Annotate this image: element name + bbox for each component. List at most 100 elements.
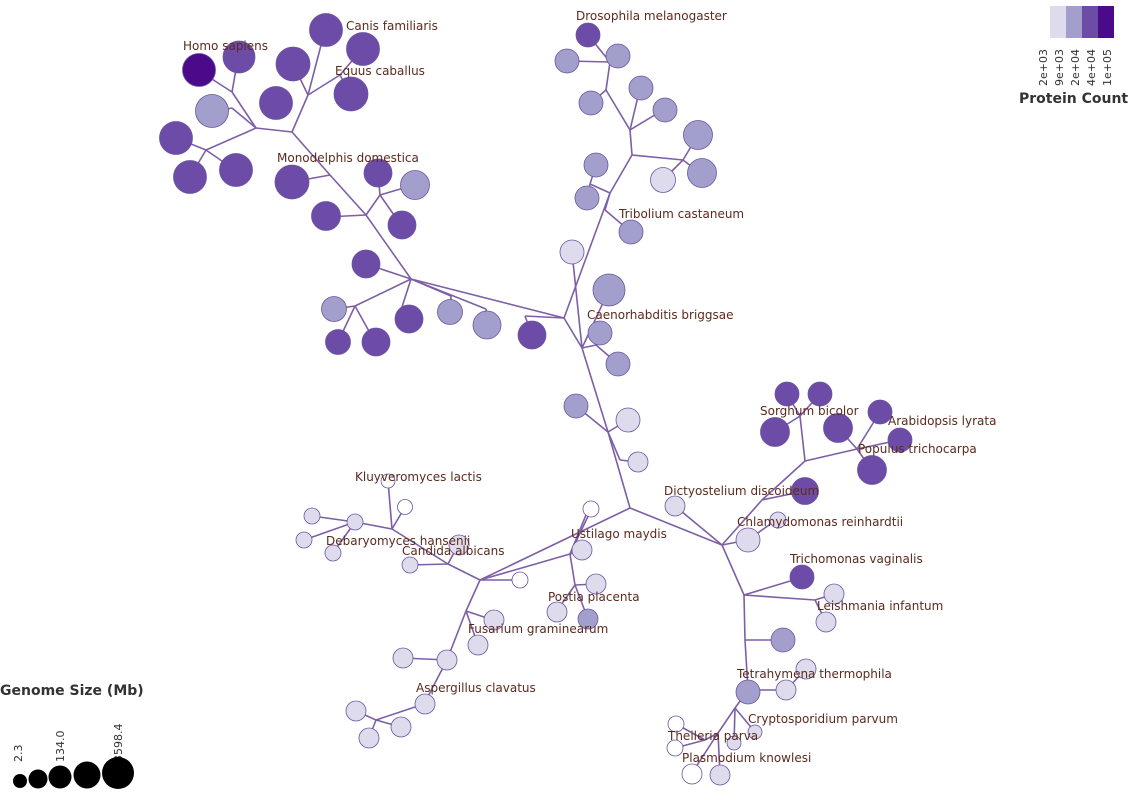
leaf-node[interactable] bbox=[333, 76, 369, 112]
leaf-node[interactable] bbox=[345, 700, 367, 722]
leaf-node[interactable] bbox=[363, 158, 393, 188]
leaf-node[interactable] bbox=[159, 121, 193, 155]
tree-branch bbox=[629, 507, 723, 546]
leaf-node[interactable] bbox=[390, 716, 412, 738]
leaf-node[interactable] bbox=[437, 299, 463, 325]
leaf-node[interactable] bbox=[472, 310, 502, 340]
leaf-node[interactable] bbox=[789, 564, 815, 590]
leaf-node[interactable] bbox=[687, 158, 717, 188]
leaf-node[interactable] bbox=[618, 219, 644, 245]
leaf-node[interactable] bbox=[575, 22, 601, 48]
tree-branch bbox=[329, 174, 367, 216]
leaf-node[interactable] bbox=[652, 97, 678, 123]
leaf-node[interactable] bbox=[628, 75, 654, 101]
leaf-node[interactable] bbox=[683, 120, 713, 150]
leaf-node[interactable] bbox=[760, 417, 790, 447]
leaf-node[interactable] bbox=[346, 513, 364, 531]
leaf-node[interactable] bbox=[351, 249, 381, 279]
leaf-node[interactable] bbox=[325, 329, 351, 355]
leaf-node[interactable] bbox=[571, 539, 593, 561]
species-label: Cryptosporidium parvum bbox=[748, 712, 898, 726]
leaf-node[interactable] bbox=[769, 511, 787, 529]
leaf-node[interactable] bbox=[887, 427, 913, 453]
leaf-node[interactable] bbox=[747, 724, 763, 740]
leaf-node[interactable] bbox=[361, 327, 391, 357]
leaf-node[interactable] bbox=[775, 679, 797, 701]
leaf-node[interactable] bbox=[387, 210, 417, 240]
leaf-node[interactable] bbox=[587, 320, 613, 346]
leaf-node[interactable] bbox=[605, 351, 631, 377]
leaf-node[interactable] bbox=[585, 573, 607, 595]
leaf-node[interactable] bbox=[795, 658, 817, 680]
tree-branch bbox=[721, 499, 763, 546]
leaf-node[interactable] bbox=[815, 611, 837, 633]
leaf-node[interactable] bbox=[546, 601, 568, 623]
leaf-node[interactable] bbox=[311, 201, 341, 231]
leaf-node[interactable] bbox=[823, 583, 845, 605]
leaf-node[interactable] bbox=[726, 735, 742, 751]
leaf-node[interactable] bbox=[259, 86, 293, 120]
leaf-node[interactable] bbox=[735, 527, 761, 553]
leaf-node[interactable] bbox=[358, 727, 380, 749]
leaf-node[interactable] bbox=[448, 534, 470, 556]
species-label: Debaryomyces hansenii bbox=[326, 534, 470, 548]
leaf-node[interactable] bbox=[857, 455, 887, 485]
leaf-node[interactable] bbox=[219, 153, 253, 187]
leaf-node[interactable] bbox=[222, 40, 256, 74]
leaf-node[interactable] bbox=[275, 46, 311, 82]
leaf-node[interactable] bbox=[592, 273, 626, 307]
leaf-node[interactable] bbox=[664, 495, 686, 517]
leaf-node[interactable] bbox=[867, 399, 893, 425]
leaf-node[interactable] bbox=[770, 627, 796, 653]
leaf-node[interactable] bbox=[392, 647, 414, 669]
leaf-node[interactable] bbox=[321, 296, 347, 322]
leaf-node[interactable] bbox=[517, 320, 547, 350]
leaf-node[interactable] bbox=[483, 609, 505, 631]
leaf-node[interactable] bbox=[574, 185, 600, 211]
leaf-node[interactable] bbox=[274, 164, 310, 200]
leaf-node[interactable] bbox=[559, 239, 585, 265]
leaf-node[interactable] bbox=[511, 571, 529, 589]
leaf-node[interactable] bbox=[577, 608, 599, 630]
tree-branch bbox=[609, 154, 633, 194]
leaf-node[interactable] bbox=[650, 167, 676, 193]
leaf-node[interactable] bbox=[346, 32, 380, 66]
leaf-node[interactable] bbox=[397, 499, 413, 515]
leaf-node[interactable] bbox=[401, 556, 419, 574]
leaf-node[interactable] bbox=[195, 94, 229, 128]
leaf-node[interactable] bbox=[774, 381, 800, 407]
tree-branch bbox=[571, 251, 583, 349]
leaf-node[interactable] bbox=[182, 53, 216, 87]
leaf-node[interactable] bbox=[667, 715, 685, 733]
leaf-node[interactable] bbox=[735, 679, 761, 705]
leaf-node[interactable] bbox=[309, 13, 343, 47]
leaf-node[interactable] bbox=[563, 393, 589, 419]
tree-leaf-nodes bbox=[159, 13, 913, 786]
tree-branch bbox=[605, 89, 631, 131]
leaf-node[interactable] bbox=[709, 764, 731, 786]
leaf-node[interactable] bbox=[681, 763, 703, 785]
leaf-node[interactable] bbox=[823, 413, 853, 443]
leaf-node[interactable] bbox=[173, 160, 207, 194]
leaf-node[interactable] bbox=[554, 48, 580, 74]
leaf-node[interactable] bbox=[467, 634, 489, 656]
leaf-node[interactable] bbox=[394, 304, 424, 334]
leaf-node[interactable] bbox=[583, 152, 609, 178]
leaf-node[interactable] bbox=[303, 507, 321, 525]
leaf-node[interactable] bbox=[791, 477, 819, 505]
leaf-node[interactable] bbox=[605, 43, 631, 69]
leaf-node[interactable] bbox=[436, 649, 458, 671]
leaf-node[interactable] bbox=[666, 739, 684, 757]
leaf-node[interactable] bbox=[295, 531, 313, 549]
leaf-node[interactable] bbox=[615, 407, 641, 433]
leaf-node[interactable] bbox=[582, 500, 600, 518]
leaf-node[interactable] bbox=[324, 544, 342, 562]
legend-swatch bbox=[1082, 6, 1098, 38]
leaf-node[interactable] bbox=[380, 473, 396, 489]
leaf-node[interactable] bbox=[400, 170, 430, 200]
leaf-node[interactable] bbox=[414, 693, 436, 715]
leaf-node[interactable] bbox=[627, 451, 649, 473]
leaf-node[interactable] bbox=[807, 381, 833, 407]
leaf-node[interactable] bbox=[578, 90, 604, 116]
tree-branch bbox=[291, 94, 309, 133]
